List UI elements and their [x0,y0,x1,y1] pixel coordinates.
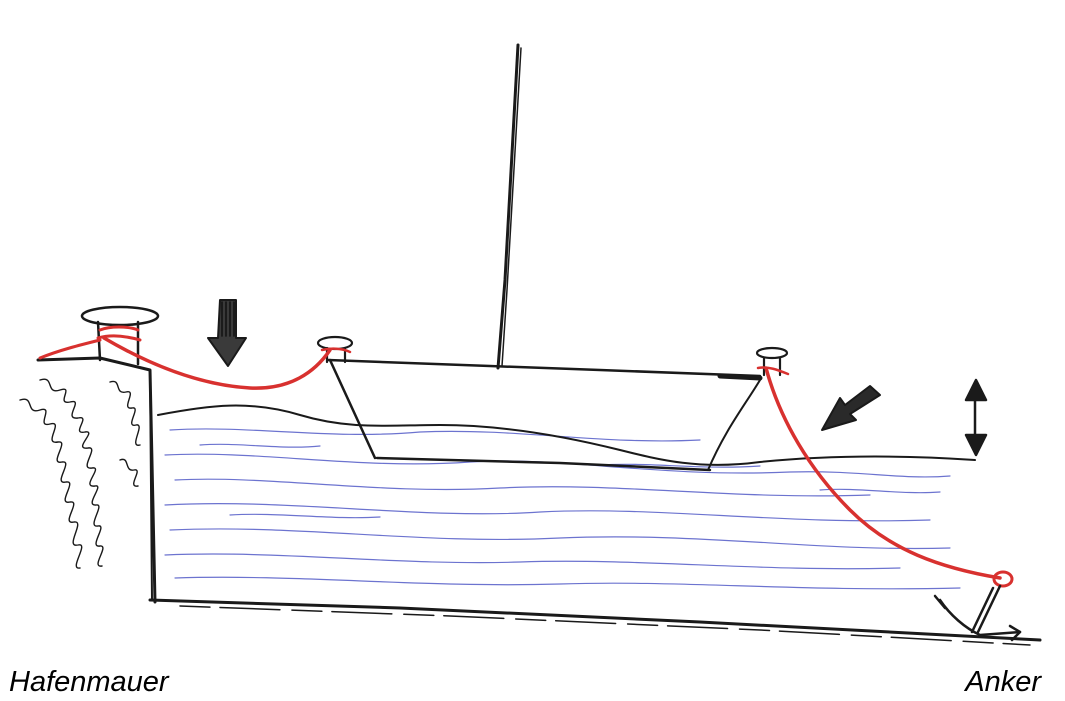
boat-cleat-icon [755,346,790,377]
harbor-wall [19,356,157,604]
mast [496,43,522,370]
boat-hull [326,358,763,472]
harbor-wall-label: Hafenmauer [9,666,169,698]
sea-floor [148,598,1042,646]
double-arrow-icon [964,378,988,457]
water-surface [157,404,976,466]
anchor-icon [933,584,1022,642]
anchor-label: Anker [965,666,1041,698]
mooring-rope [38,336,332,390]
boat-cleat-icon [316,335,354,364]
diagonal-arrow-icon [821,385,881,431]
harbor-bollard-icon [80,305,160,366]
down-arrow-icon [207,299,247,367]
water-hatching [164,428,961,590]
anchor-rope [764,366,1014,588]
